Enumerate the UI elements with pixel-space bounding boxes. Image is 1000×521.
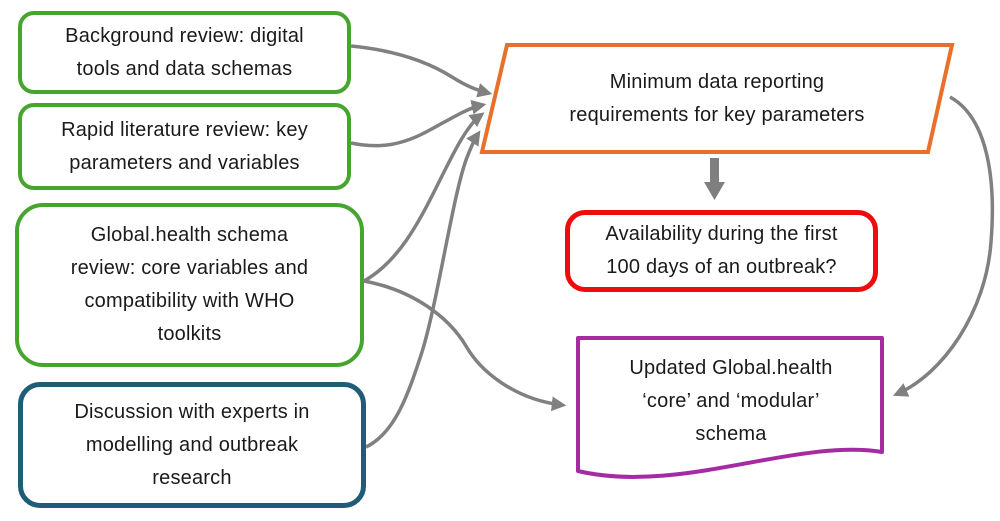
node-gh-schema-review: Global.health schema review: core variab… <box>15 203 364 367</box>
text-line: Rapid literature review: key <box>61 118 308 141</box>
arrow-literature-review-to-min-requirements <box>350 99 487 148</box>
text-line: review: core variables and <box>70 257 309 279</box>
arrow-gh-schema-review-to-min-requirements <box>363 112 485 283</box>
text-line: Availability during the first <box>605 223 838 245</box>
thick-arrow-min-requirements-to-availability <box>704 158 725 200</box>
arrow-gh-schema-review-to-updated-schema <box>363 279 567 412</box>
text-line: Background review: digital <box>65 24 304 47</box>
node-expert-discussion: Discussion with experts in modelling and… <box>18 382 366 508</box>
text-line: Global.health schema <box>90 224 289 246</box>
node-text: Availability during the first 100 days o… <box>605 218 837 284</box>
node-background-review: Background review: digital tools and dat… <box>18 11 351 94</box>
arrow-background-review-to-min-requirements <box>350 44 493 98</box>
node-text: Rapid literature review: key parameters … <box>61 114 308 180</box>
node-text: Background review: digital tools and dat… <box>65 20 304 86</box>
arrow-expert-discussion-to-min-requirements <box>365 130 481 449</box>
min-requirements-parallelogram <box>479 43 955 154</box>
text-line: 100 days of an outbreak? <box>606 256 837 278</box>
text-line: toolkits <box>157 323 222 345</box>
arrow-min-requirements-to-updated-schema <box>892 95 995 397</box>
text-line: modelling and outbreak <box>85 433 299 456</box>
node-availability: Availability during the first 100 days o… <box>565 210 878 292</box>
node-text: Global.health schema review: core variab… <box>71 219 309 351</box>
text-line: tools and data schemas <box>76 57 293 80</box>
node-text: Discussion with experts in modelling and… <box>74 396 309 495</box>
node-literature-review: Rapid literature review: key parameters … <box>18 103 351 190</box>
text-line: research <box>152 466 232 489</box>
text-line: compatibility with WHO <box>84 290 295 312</box>
updated-schema-document-shape <box>576 336 884 479</box>
text-line: parameters and variables <box>69 151 300 174</box>
text-line: Discussion with experts in <box>74 400 310 423</box>
